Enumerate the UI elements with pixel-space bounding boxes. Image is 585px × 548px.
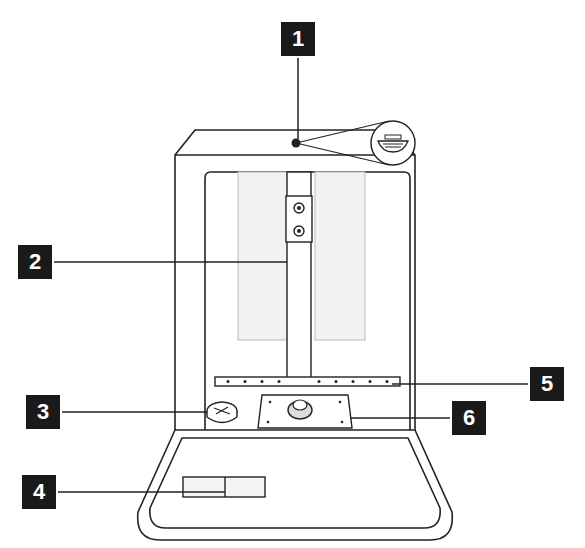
callout-number: 2 [18, 245, 52, 279]
leader-line [350, 417, 450, 419]
filter-cup [288, 401, 312, 419]
door-outline [138, 430, 453, 540]
detergent-dispenser [183, 477, 265, 497]
back-panel [315, 172, 365, 340]
callout-number: 6 [452, 401, 486, 435]
magnifier-circle [371, 121, 415, 165]
callout-number: 3 [26, 395, 60, 429]
callout-number: 5 [530, 367, 564, 401]
filter-plate [258, 395, 352, 428]
leader-line [58, 491, 225, 493]
door-inner-panel [150, 438, 440, 528]
callout-number: 4 [22, 475, 56, 509]
leader-line [62, 411, 207, 413]
cabinet-outline [175, 130, 415, 440]
leader-line [54, 261, 287, 263]
spray-column [287, 172, 311, 382]
leader-line [392, 383, 528, 385]
back-panel [238, 172, 288, 340]
tub-outline [205, 172, 410, 430]
callout-number: 1 [281, 22, 315, 56]
spray-head [286, 196, 312, 242]
leader-line [297, 58, 299, 139]
lower-spray-arm [215, 377, 400, 386]
